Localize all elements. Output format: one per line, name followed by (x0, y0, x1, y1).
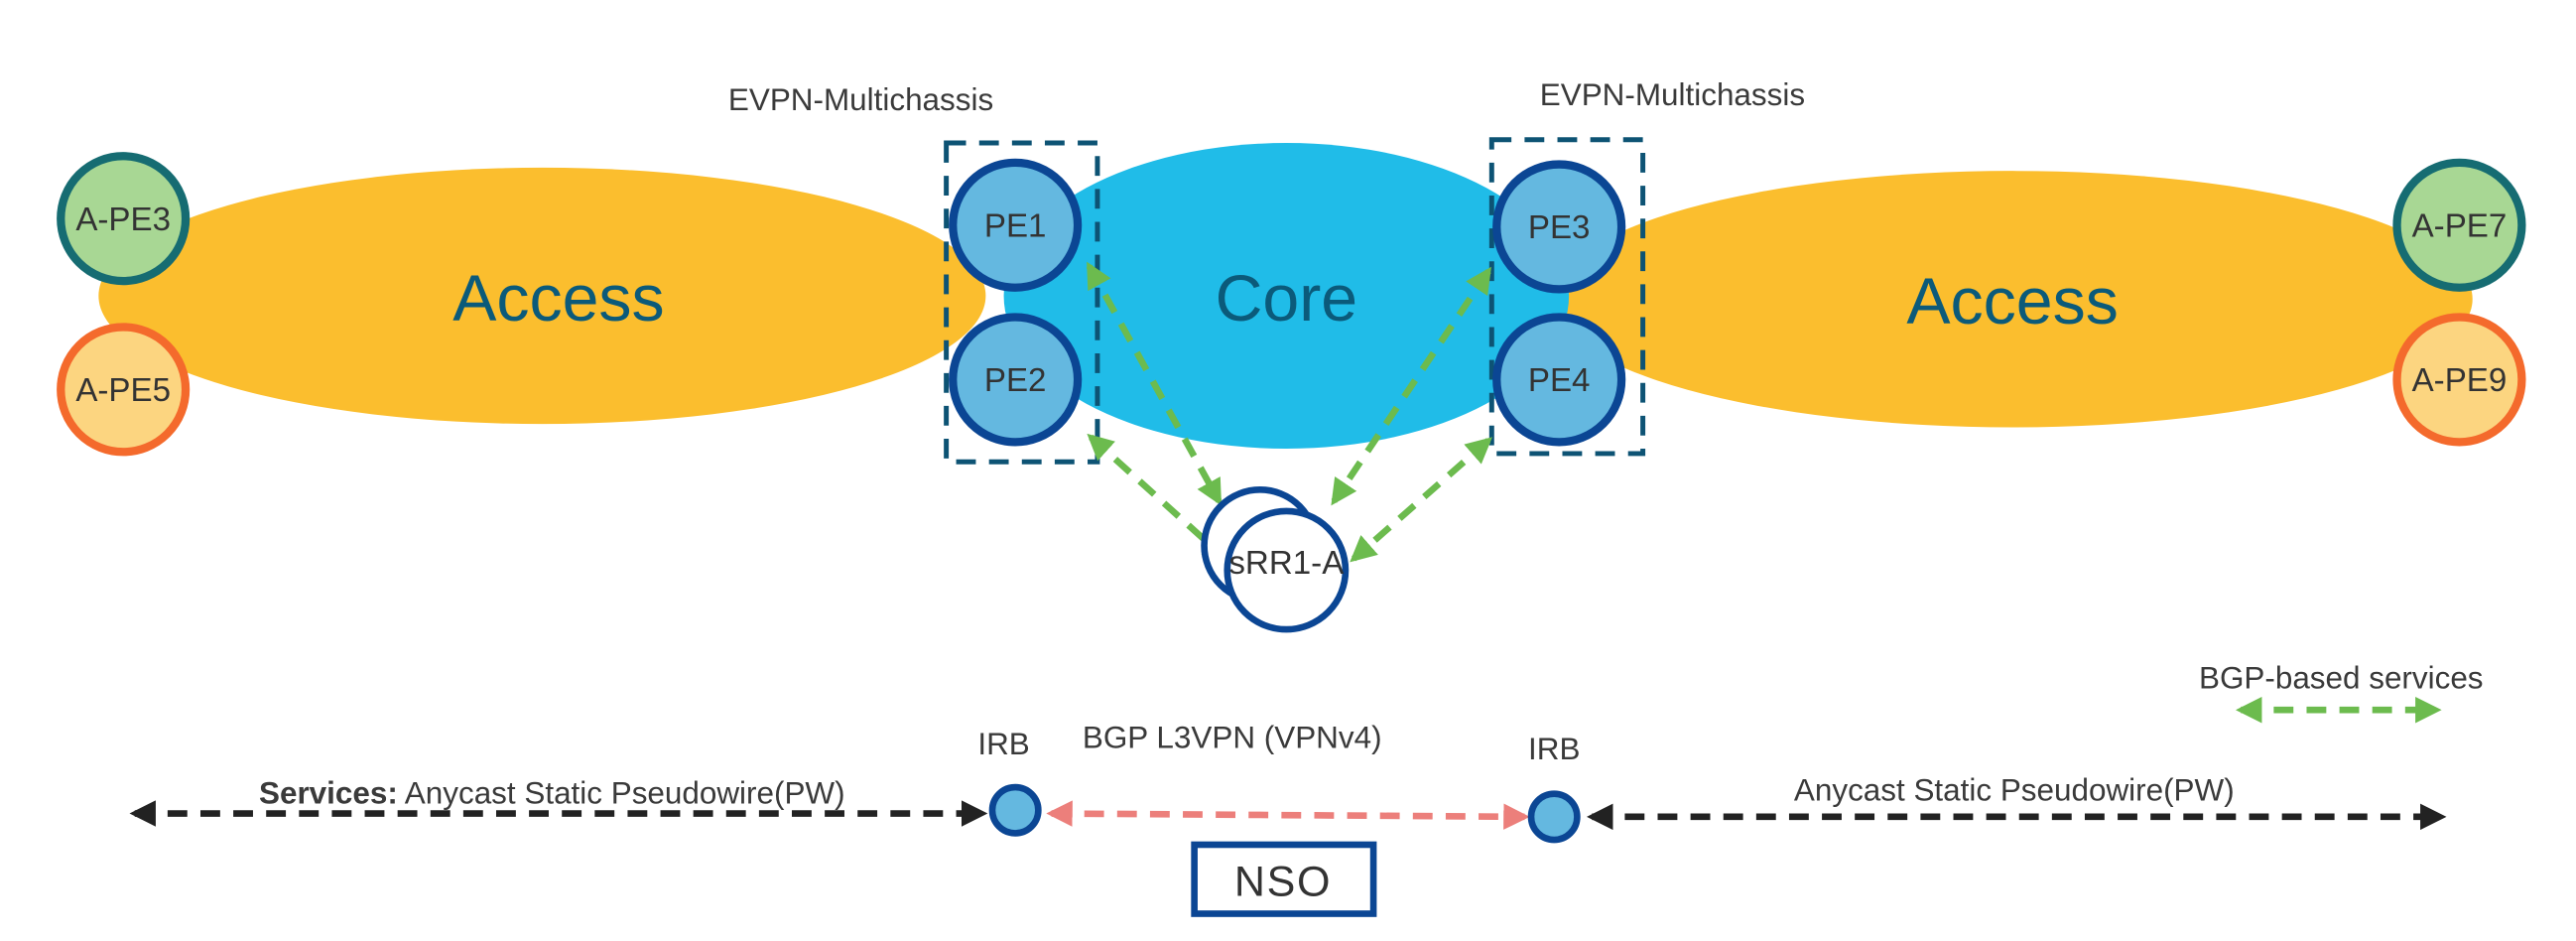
node-a-pe5: A-PE5 (57, 323, 191, 457)
services-prefix: Services: (259, 776, 398, 811)
bgp-link-pe4-srr (1350, 437, 1492, 563)
irb-right-node (1527, 790, 1581, 844)
irb-right-label: IRB (1528, 732, 1580, 766)
node-pe3-label: PE3 (1528, 209, 1591, 246)
node-a-pe3: A-PE3 (57, 152, 191, 286)
services-left-text: Anycast Static Pseudowire(PW) (398, 776, 845, 811)
node-pe1: PE1 (949, 158, 1083, 292)
node-srr1-a-label: sRR1-A (1228, 545, 1345, 582)
node-pe2: PE2 (949, 313, 1083, 447)
node-pe1-label: PE1 (984, 207, 1047, 244)
node-pe2-label: PE2 (984, 362, 1047, 399)
access-left-label: Access (452, 262, 664, 336)
legend: BGP-based services (2199, 661, 2484, 724)
node-srr1-a: sRR1-A (1201, 486, 1350, 633)
nso-label: NSO (1234, 858, 1332, 905)
evpn-multichassis-left-label: EVPN-Multichassis (728, 82, 993, 117)
core-label: Core (1216, 262, 1358, 336)
l3vpn-arrow (1046, 800, 1530, 830)
node-a-pe5-label: A-PE5 (75, 372, 171, 409)
node-a-pe9: A-PE9 (2392, 313, 2526, 447)
evpn-multichassis-right-label: EVPN-Multichassis (1540, 77, 1805, 112)
access-right-label: Access (1906, 265, 2118, 338)
node-pe3: PE3 (1492, 160, 1626, 294)
node-a-pe7: A-PE7 (2392, 158, 2526, 292)
irb-left-node (988, 783, 1042, 837)
node-a-pe3-label: A-PE3 (75, 202, 171, 238)
bgp-link-pe1-srr (1086, 261, 1223, 506)
irb-left-label: IRB (977, 727, 1029, 761)
services-right-label: Anycast Static Pseudowire(PW) (1794, 772, 2235, 807)
l3vpn-label: BGP L3VPN (VPNv4) (1083, 720, 1382, 754)
node-a-pe7-label: A-PE7 (2412, 207, 2508, 244)
node-pe4: PE4 (1492, 313, 1626, 447)
node-a-pe9-label: A-PE9 (2412, 362, 2508, 399)
legend-bgp-services-label: BGP-based services (2199, 661, 2484, 696)
node-pe4-label: PE4 (1528, 362, 1591, 399)
multichassis-box-right (1488, 137, 1646, 457)
access-zone-right (1552, 171, 2473, 428)
services-left-label: Services: Anycast Static Pseudowire(PW) (259, 776, 845, 811)
access-zone-left (98, 167, 986, 425)
nso-box: NSO (1191, 841, 1377, 917)
